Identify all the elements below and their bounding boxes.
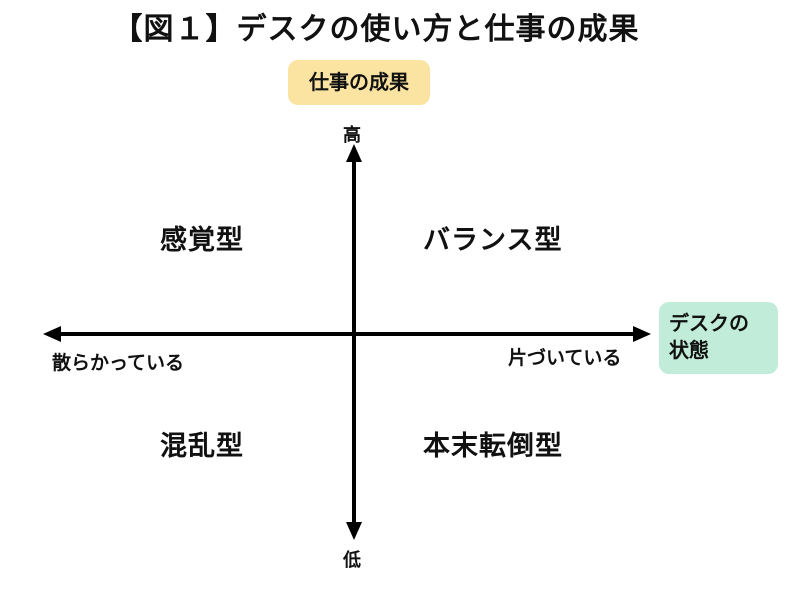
arrow-up-icon — [346, 144, 362, 162]
quadrant-top-left: 感覚型 — [160, 225, 244, 256]
diagram-title: 【図１】デスクの使い方と仕事の成果 — [0, 4, 800, 48]
y-axis-low: 低 — [343, 550, 361, 571]
arrow-left-icon — [43, 326, 61, 342]
arrow-down-icon — [346, 522, 362, 540]
y-axis-high: 高 — [343, 125, 361, 146]
quadrant-bottom-right: 本末転倒型 — [423, 431, 563, 462]
y-axis-label: 仕事の成果 — [288, 60, 430, 105]
quadrant-top-right: バランス型 — [423, 225, 563, 256]
x-axis-label-line1: デスクの — [669, 311, 749, 335]
horizontal-axis-arrow — [43, 326, 651, 342]
x-axis-left: 散らかっている — [52, 352, 185, 374]
diagram-title-text: 【図１】デスクの使い方と仕事の成果 — [112, 12, 640, 47]
x-axis-label-line2: 状態 — [669, 338, 709, 362]
quadrant-bottom-left: 混乱型 — [160, 431, 244, 462]
vertical-axis-arrow — [346, 144, 362, 540]
x-axis-right: 片づいている — [508, 347, 622, 369]
arrow-right-icon — [633, 326, 651, 342]
x-axis-label: デスクの 状態 — [659, 302, 778, 374]
